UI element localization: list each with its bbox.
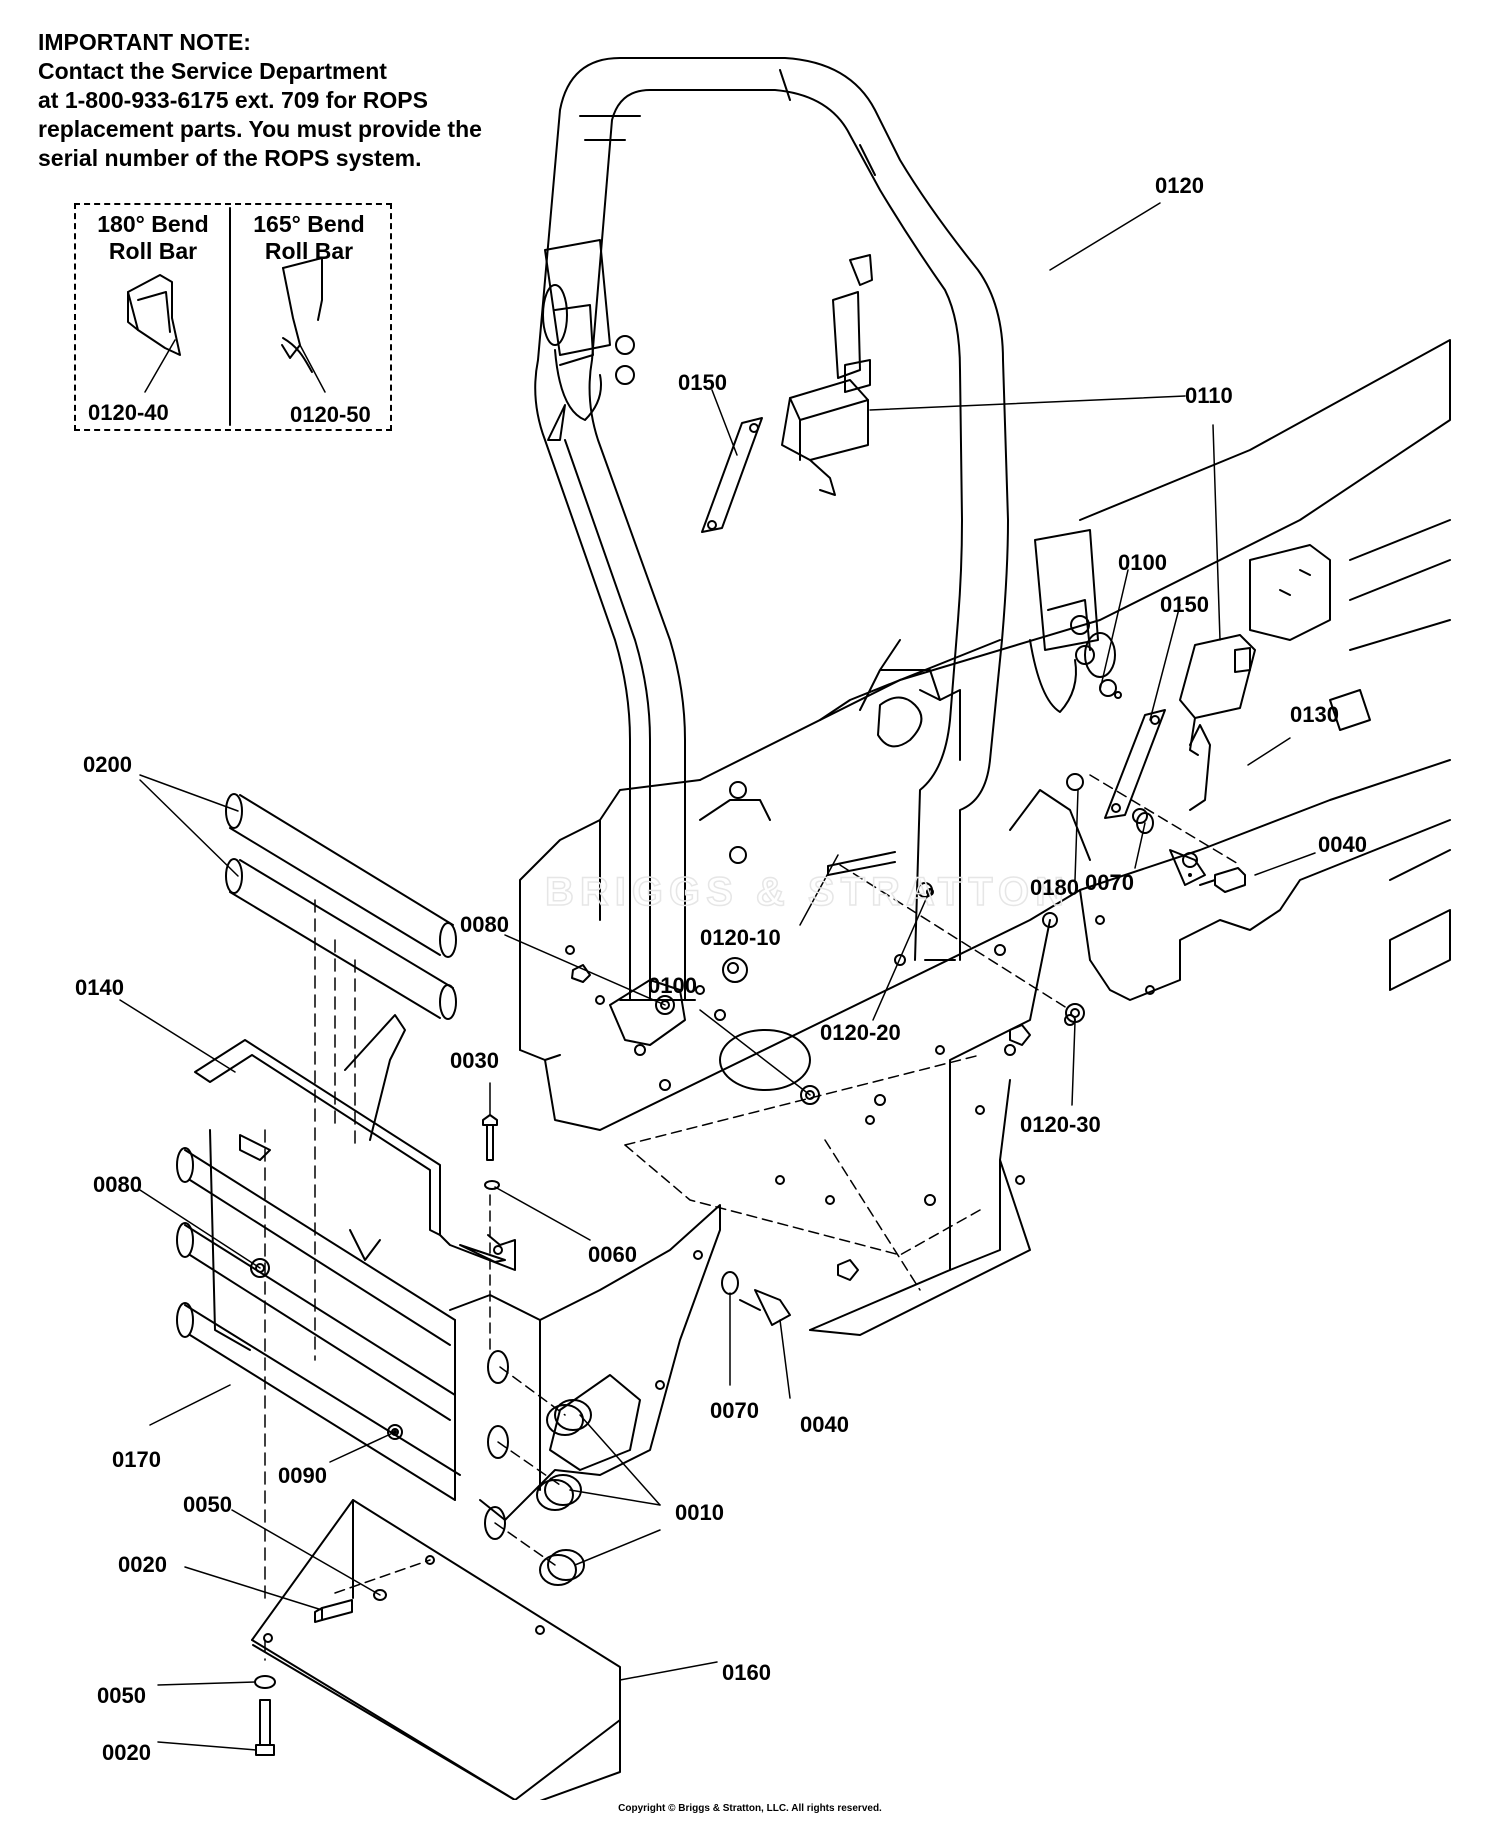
inset-left-title: 180° Bend Roll Bar [78,211,228,265]
seat-belt-retractor [781,254,873,496]
callout-0070: 0070 [710,1398,759,1423]
callout-0180: 0180 [1030,875,1079,900]
seat-belt-buckle [1179,634,1256,756]
inset-left-title-line: Roll Bar [108,238,198,264]
callout-0020: 0020 [118,1552,167,1577]
callout-0060: 0060 [588,1242,637,1267]
roller-guard [176,1129,461,1501]
callout-0110: 0110 [1185,383,1233,408]
callout-0080: 0080 [93,1172,142,1197]
mower-frame [519,339,1451,1336]
roll-bar [534,57,1009,1001]
callout-0100: 0100 [648,973,697,998]
callout-0170: 0170 [112,1447,161,1472]
callout-0020: 0020 [102,1740,151,1765]
seat-belt-strap-right [1104,709,1166,819]
callout-0010: 0010 [675,1500,724,1525]
callout-0120-30: 0120-30 [1020,1112,1101,1137]
callout-0120: 0120 [1155,173,1204,198]
callout-0050: 0050 [97,1683,146,1708]
inset-right-title-line: 165° Bend [253,211,365,237]
callout-0040: 0040 [1318,832,1367,857]
roll-bar-end-165-icon [281,257,323,373]
note-line: Contact the Service Department [38,58,387,84]
roll-bar-latch-right [1029,529,1116,713]
leader-lines [119,202,1316,1751]
side-mount-plate [449,1204,721,1540]
callout-0150: 0150 [678,370,727,395]
note-line: serial number of the ROPS system. [38,145,422,171]
roll-bar-latch-left [542,239,635,441]
callout-0030: 0030 [450,1048,499,1073]
callout-0200: 0200 [83,752,132,777]
roll-bar-end-180-icon [127,274,181,356]
inset-right-title: 165° Bend Roll Bar [234,211,384,265]
watermark: BRIGGS & STRATTON [545,870,1070,914]
callouts: 0120 0150 0110 0100 0150 0130 0040 0070 … [75,173,1367,1765]
note-heading: IMPORTANT NOTE: [38,29,251,55]
callout-0100: 0100 [1118,550,1167,575]
guard-tubes [225,793,457,1020]
bottom-tray [251,1499,621,1800]
callout-0160: 0160 [722,1660,771,1685]
callout-0040: 0040 [800,1412,849,1437]
callout-0090: 0090 [278,1463,327,1488]
inset-left-title-line: 180° Bend [97,211,209,237]
callout-0120-50: 0120-50 [290,402,371,427]
roll-bar-variants-inset: 180° Bend Roll Bar 165° Bend Roll Bar [74,203,392,431]
important-note: IMPORTANT NOTE: Contact the Service Depa… [38,28,482,173]
guard-shield [194,1014,516,1271]
callout-0140: 0140 [75,975,124,1000]
copyright-notice: Copyright © Briggs & Stratton, LLC. All … [618,1803,882,1814]
callout-0120-40: 0120-40 [88,400,169,425]
callout-0120-20: 0120-20 [820,1020,901,1045]
roller-wheels [536,1399,592,1586]
callout-0070: 0070 [1085,870,1134,895]
bolts-and-washers [254,1589,387,1756]
note-line: at 1-800-933-6175 ext. 709 for ROPS [38,87,428,113]
callout-0080: 0080 [460,912,509,937]
note-line: replacement parts. You must provide the [38,116,482,142]
seat-belt-strap-left [701,417,763,533]
callout-0120-10: 0120-10 [700,925,781,950]
callout-0050: 0050 [183,1492,232,1517]
inset-right-title-line: Roll Bar [264,238,354,264]
callout-0130: 0130 [1290,702,1339,727]
callout-0150: 0150 [1160,592,1209,617]
frame-hardware [565,679,1246,1281]
